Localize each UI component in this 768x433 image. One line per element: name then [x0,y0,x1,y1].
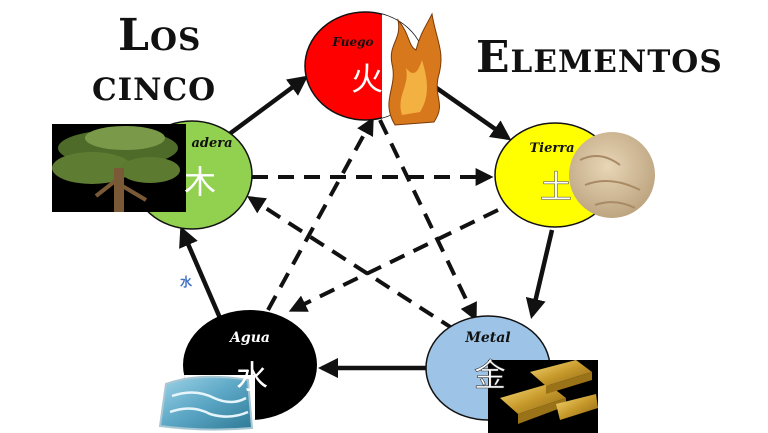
node-metal: Metal 金 [425,315,598,433]
madera-label: adera [191,136,232,151]
gold-bars-image [488,360,598,433]
dashed-arrow-metal-madera [246,196,457,332]
node-tierra: Tierra 土 [494,122,655,228]
node-agua: Agua 水 [158,310,317,431]
title-line-cinco: cinco [92,60,217,111]
tierra-glyph: 土 [540,168,572,206]
tierra-label: Tierra [529,141,574,156]
agua-label: Agua [228,330,270,346]
tree-image [52,124,186,212]
sand-image [569,132,655,218]
fuego-glyph: 火 [351,60,383,98]
controlling-cycle [246,116,499,332]
arrow-fuego-tierra [426,80,512,141]
water-image [158,375,254,431]
madera-glyph: 木 [184,163,216,201]
dashed-arrow-fuego-metal [378,119,477,322]
node-fuego: Fuego 火 [304,11,442,126]
arrow-agua-madera [179,226,223,319]
metal-glyph: 金 [474,356,506,394]
dashed-arrow-tierra-agua [288,208,499,312]
agua-glyph: 水 [236,358,268,396]
dashed-arrow-agua-fuego [266,116,374,311]
title-line-los: Los [118,10,202,61]
node-madera: adera 木 [52,120,253,230]
arrow-tierra-metal [525,229,555,319]
generating-cycle [179,75,555,379]
stray-water-glyph: 水 [180,274,193,289]
metal-label: Metal [464,330,510,346]
arrow-madera-fuego [226,75,309,137]
fuego-label: Fuego [331,35,373,49]
title-line-elementos: Elementos [476,32,723,83]
